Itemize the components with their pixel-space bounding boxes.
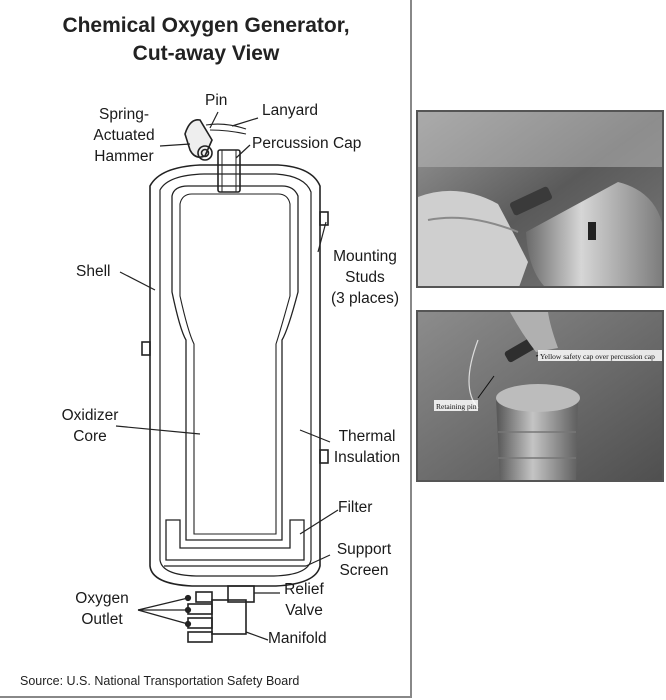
label-relief-line2: Valve — [285, 601, 323, 619]
photo-safety-cap-closeup: Yellow safety cap over percussion cap Re… — [416, 310, 664, 482]
diagram-title-line1: Chemical Oxygen Generator, — [62, 14, 350, 37]
fingers-shape — [510, 312, 558, 352]
label-spring-line3: Hammer — [94, 147, 154, 165]
photo2-label-retaining-pin: Retaining pin — [436, 402, 477, 411]
label-spring-line2: Actuated — [93, 126, 155, 144]
hammer-shape — [184, 118, 213, 158]
label-support-screen: Support Screen — [322, 540, 406, 582]
diagram-title-line2: Cut-away View — [132, 42, 280, 65]
label-percussion-cap: Percussion Cap — [252, 135, 362, 152]
mounting-stud-right-top — [319, 211, 329, 226]
label-mounting-line3: (3 places) — [330, 289, 400, 307]
generator-cutaway-drawing — [115, 111, 339, 643]
generator-cylinder-2 — [496, 388, 578, 480]
photo1-illustration — [418, 112, 662, 286]
label-relief-line1: Relief — [284, 581, 324, 598]
label-mounting-line1: Mounting — [333, 248, 397, 265]
label-support-line1: Support — [336, 541, 392, 558]
photo2-label-yellow-cap: Yellow safety cap over percussion cap — [540, 352, 655, 361]
spring-coil — [197, 145, 213, 161]
relief-valve-body — [227, 585, 255, 603]
label-support-line2: Screen — [339, 561, 389, 579]
label-thermal-line2: Insulation — [333, 448, 401, 466]
diagram-panel: Chemical Oxygen Generator, Cut-away View — [0, 0, 412, 698]
mounting-stud-right-bottom — [319, 449, 329, 464]
label-oxygen-line1: Oxygen — [75, 590, 129, 607]
label-spring-line1: Spring- — [99, 106, 149, 123]
photo-hand-holding-generator — [416, 110, 664, 288]
label-lanyard: Lanyard — [262, 102, 319, 119]
label-filter: Filter — [338, 499, 373, 516]
lanyard-line — [205, 123, 247, 130]
label-oxidizer-line1: Oxidizer — [61, 407, 119, 424]
oxidizer-core-outline — [179, 193, 291, 535]
photo2-illustration — [418, 312, 662, 480]
label-relief-valve: Relief Valve — [274, 580, 334, 622]
label-oxygen-outlet: Oxygen Outlet — [60, 589, 144, 631]
percussion-cap-housing — [217, 149, 241, 193]
mounting-stud-left — [141, 341, 151, 356]
manifold-body — [211, 599, 247, 635]
hand-shape — [418, 190, 528, 286]
label-thermal-insulation: Thermal Insulation — [324, 427, 410, 469]
label-spring-hammer: Spring- Actuated Hammer — [74, 105, 174, 168]
label-shell: Shell — [76, 263, 111, 280]
filter-outline — [165, 519, 305, 561]
label-thermal-line1: Thermal — [338, 428, 396, 445]
label-oxidizer-line2: Core — [73, 427, 107, 445]
label-oxygen-line2: Outlet — [81, 610, 123, 628]
label-mounting-studs: Mounting Studs (3 places) — [320, 247, 410, 310]
label-mounting-line2: Studs — [345, 268, 385, 286]
insulation-outline — [171, 185, 299, 541]
label-pin: Pin — [205, 92, 228, 109]
shell-outline — [149, 164, 321, 587]
shell-inner-wall — [159, 173, 312, 577]
label-manifold: Manifold — [268, 630, 327, 647]
source-credit: Source: U.S. National Transportation Saf… — [20, 674, 300, 688]
label-oxidizer-core: Oxidizer Core — [48, 406, 132, 448]
